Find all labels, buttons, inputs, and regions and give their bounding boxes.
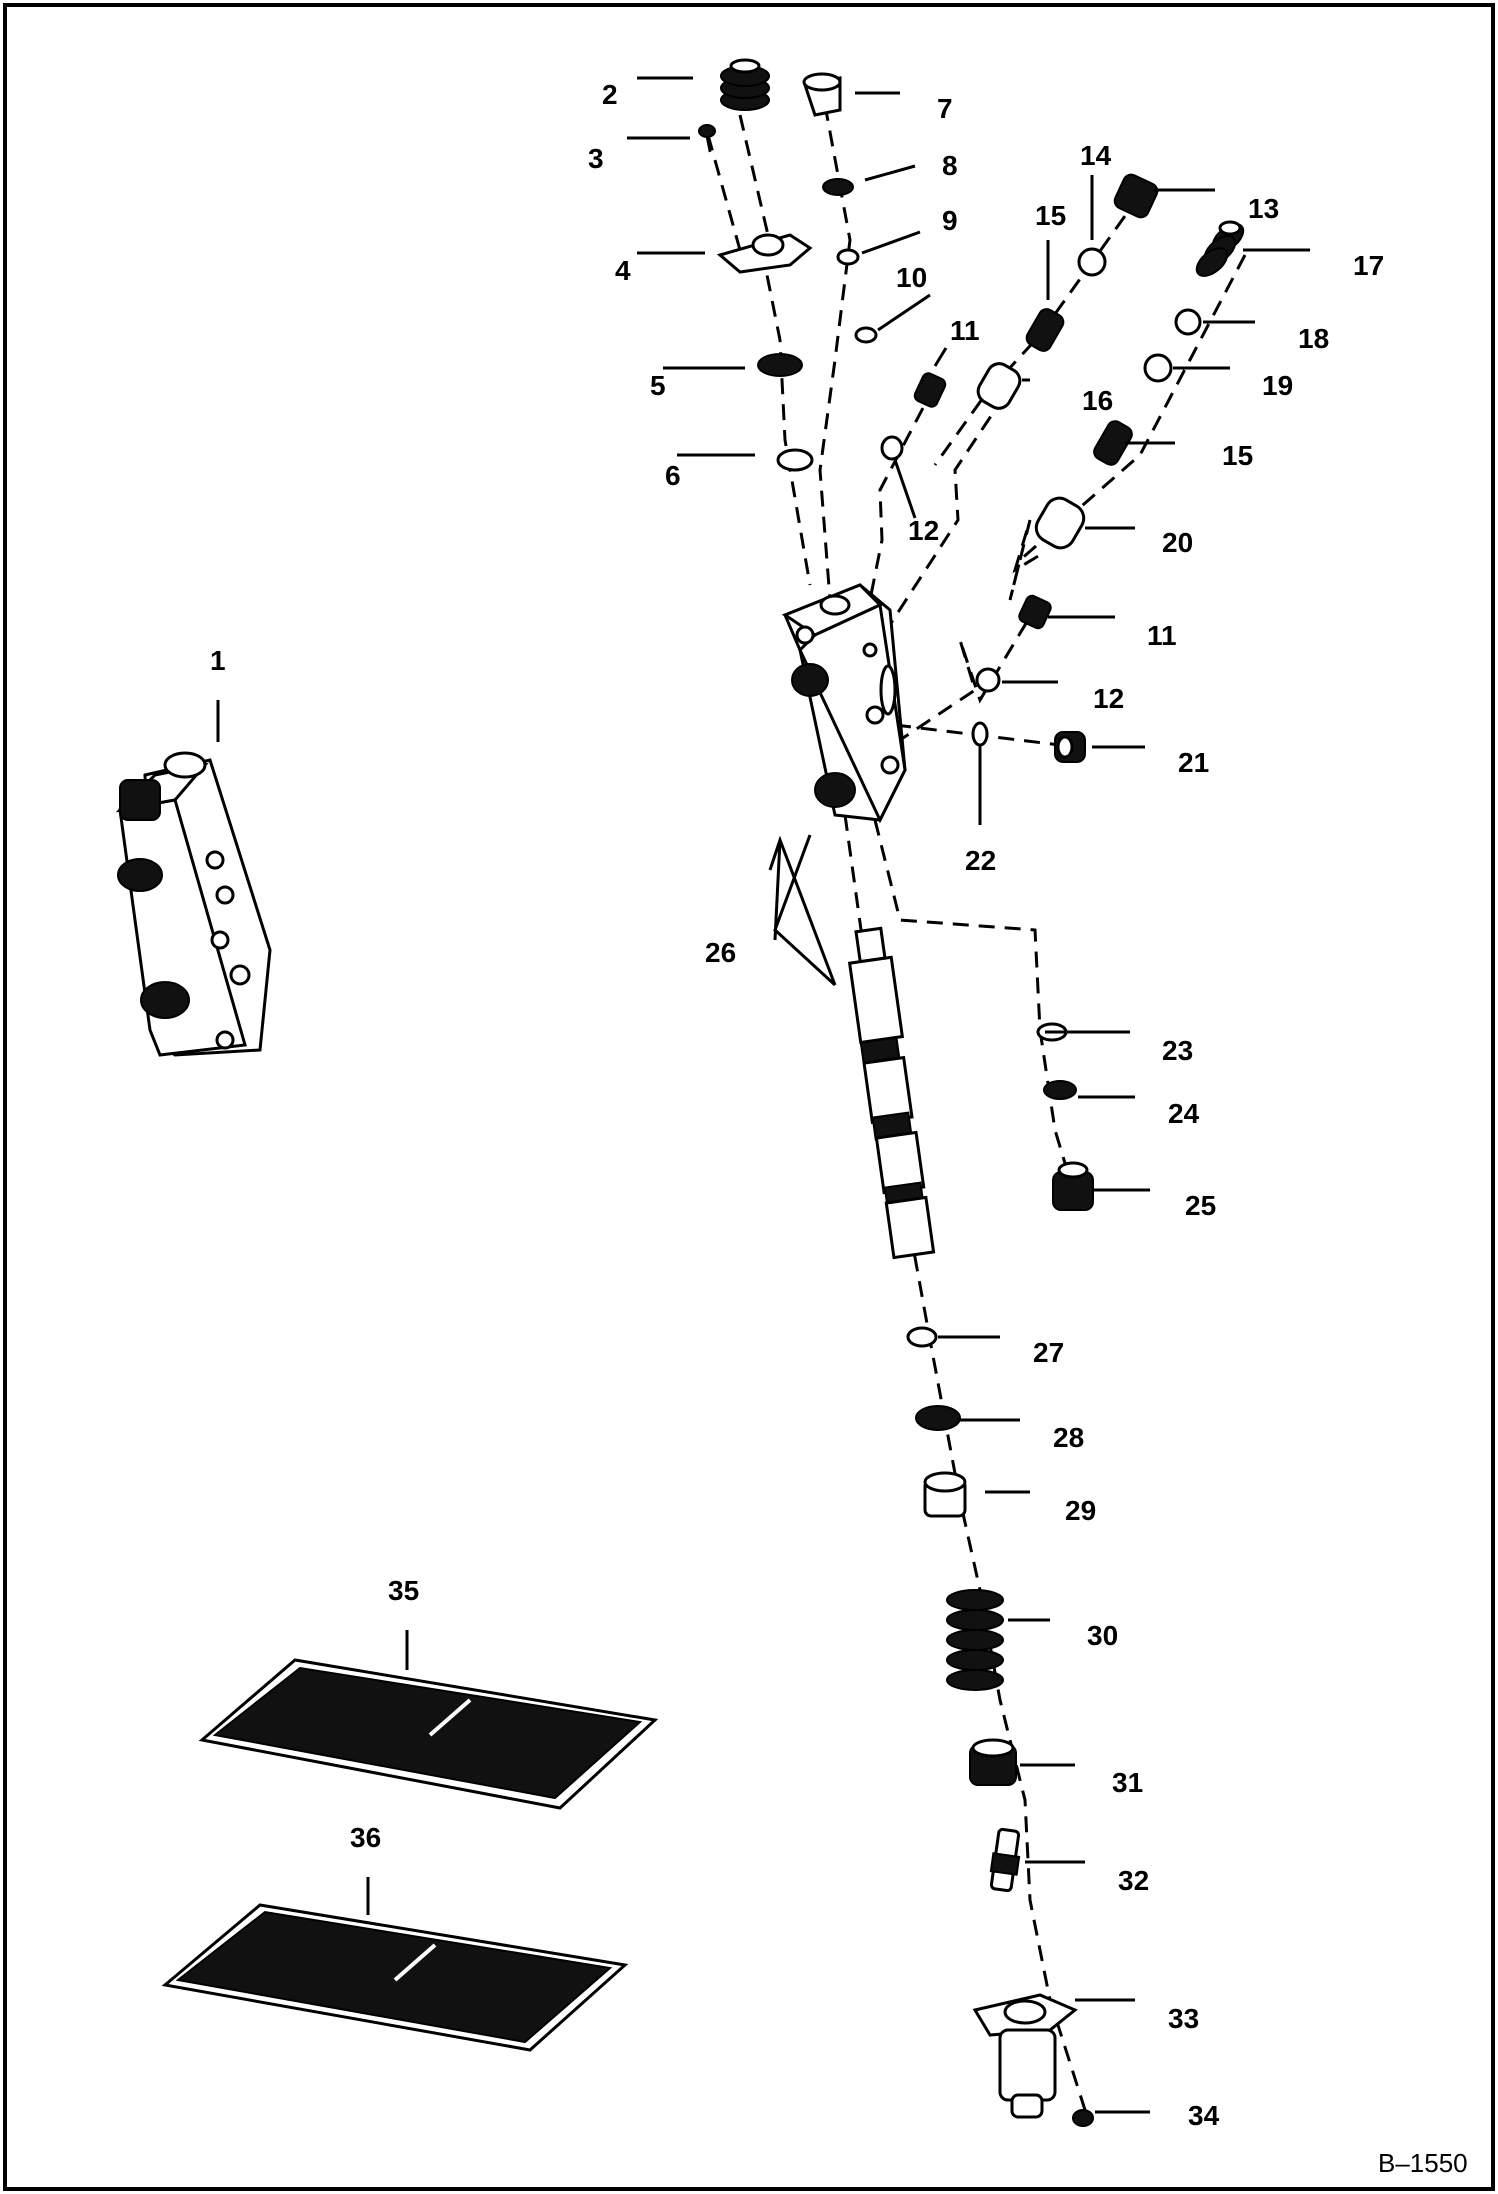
callout-15b: 15 xyxy=(1222,440,1253,471)
callout-18: 18 xyxy=(1298,323,1329,354)
callout-4: 4 xyxy=(615,255,631,286)
callout-8: 8 xyxy=(942,150,958,181)
callout-9: 9 xyxy=(942,205,958,236)
callout-12a: 12 xyxy=(908,515,939,546)
screw-3 xyxy=(698,124,716,153)
callout-29: 29 xyxy=(1065,1495,1096,1526)
spring-15b xyxy=(1093,420,1133,466)
o-ring-6 xyxy=(776,448,814,472)
callout-17: 17 xyxy=(1353,250,1384,281)
spring-2 xyxy=(720,58,770,111)
bolt-32 xyxy=(989,1827,1021,1893)
poppet-16 xyxy=(976,362,1022,410)
callout-11a: 11 xyxy=(950,315,980,346)
callout-24: 24 xyxy=(1168,1098,1200,1129)
callout-27: 27 xyxy=(1033,1337,1064,1368)
diagram-frame xyxy=(3,3,1495,2191)
callout-15a: 15 xyxy=(1035,200,1066,231)
callout-3: 3 xyxy=(588,143,604,174)
callout-34: 34 xyxy=(1188,2100,1220,2131)
callout-36: 36 xyxy=(350,1822,381,1853)
o-ring-12b xyxy=(975,667,1001,693)
o-ring-9 xyxy=(836,248,860,266)
callout-30: 30 xyxy=(1087,1620,1118,1651)
o-ring-27 xyxy=(906,1326,938,1348)
o-ring-12a xyxy=(880,435,904,461)
callout-25: 25 xyxy=(1185,1190,1216,1221)
plug-7 xyxy=(802,72,842,117)
callout-11b: 11 xyxy=(1147,620,1177,651)
o-ring-8 xyxy=(822,178,854,196)
washer-28 xyxy=(915,1405,961,1431)
washer-5 xyxy=(757,353,803,377)
callout-14: 14 xyxy=(1080,140,1112,171)
fitting-11a xyxy=(913,372,947,408)
callout-10: 10 xyxy=(896,262,927,293)
o-ring-10 xyxy=(854,326,878,344)
pad-36 xyxy=(161,1903,629,2052)
plug-25 xyxy=(1052,1161,1094,1211)
callout-13: 13 xyxy=(1248,193,1279,224)
retainer-plate-4 xyxy=(716,233,813,274)
callout-33: 33 xyxy=(1168,2003,1199,2034)
o-ring-14 xyxy=(1077,247,1107,277)
o-ring-22 xyxy=(971,721,989,747)
seat-31 xyxy=(969,1738,1017,1786)
cap-13 xyxy=(1113,173,1159,219)
callout-7: 7 xyxy=(937,93,953,124)
seat-29 xyxy=(923,1471,967,1518)
callout-31: 31 xyxy=(1112,1767,1143,1798)
callout-26: 26 xyxy=(705,937,736,968)
spring-30 xyxy=(946,1589,1004,1691)
spool-26 xyxy=(847,926,936,1260)
plug-21 xyxy=(1054,731,1086,763)
o-ring-19 xyxy=(1143,353,1173,383)
leader-lines xyxy=(216,76,1310,2114)
end-cap-33 xyxy=(972,1993,1078,2119)
callout-23: 23 xyxy=(1162,1035,1193,1066)
valve-body xyxy=(781,583,907,824)
washer-24 xyxy=(1043,1080,1077,1100)
callout-12b: 12 xyxy=(1093,683,1124,714)
screw-34 xyxy=(1072,2109,1094,2127)
callout-2: 2 xyxy=(602,79,618,110)
callout-16: 16 xyxy=(1082,385,1113,416)
callout-labels: 1 2 3 4 5 6 7 8 9 10 11 11 12 12 13 14 1… xyxy=(210,79,1468,2178)
callout-21: 21 xyxy=(1178,747,1209,778)
poppet-20 xyxy=(1034,496,1086,550)
assembled-valve-1 xyxy=(115,751,272,1057)
figure-code: B–1550 xyxy=(1378,2148,1468,2178)
callout-19: 19 xyxy=(1262,370,1293,401)
callout-32: 32 xyxy=(1118,1865,1149,1896)
pad-35 xyxy=(198,1658,659,1810)
callout-28: 28 xyxy=(1053,1422,1084,1453)
assembly-lines xyxy=(706,104,1247,2111)
fitting-11b xyxy=(1018,594,1052,630)
callout-1: 1 xyxy=(210,645,226,676)
spring-15a xyxy=(1025,308,1065,352)
callout-35: 35 xyxy=(388,1575,419,1606)
callout-5: 5 xyxy=(650,370,666,401)
o-ring-18 xyxy=(1174,308,1202,336)
spring-17 xyxy=(1195,220,1245,277)
callout-22: 22 xyxy=(965,845,996,876)
callout-20: 20 xyxy=(1162,527,1193,558)
callout-6: 6 xyxy=(665,460,681,491)
